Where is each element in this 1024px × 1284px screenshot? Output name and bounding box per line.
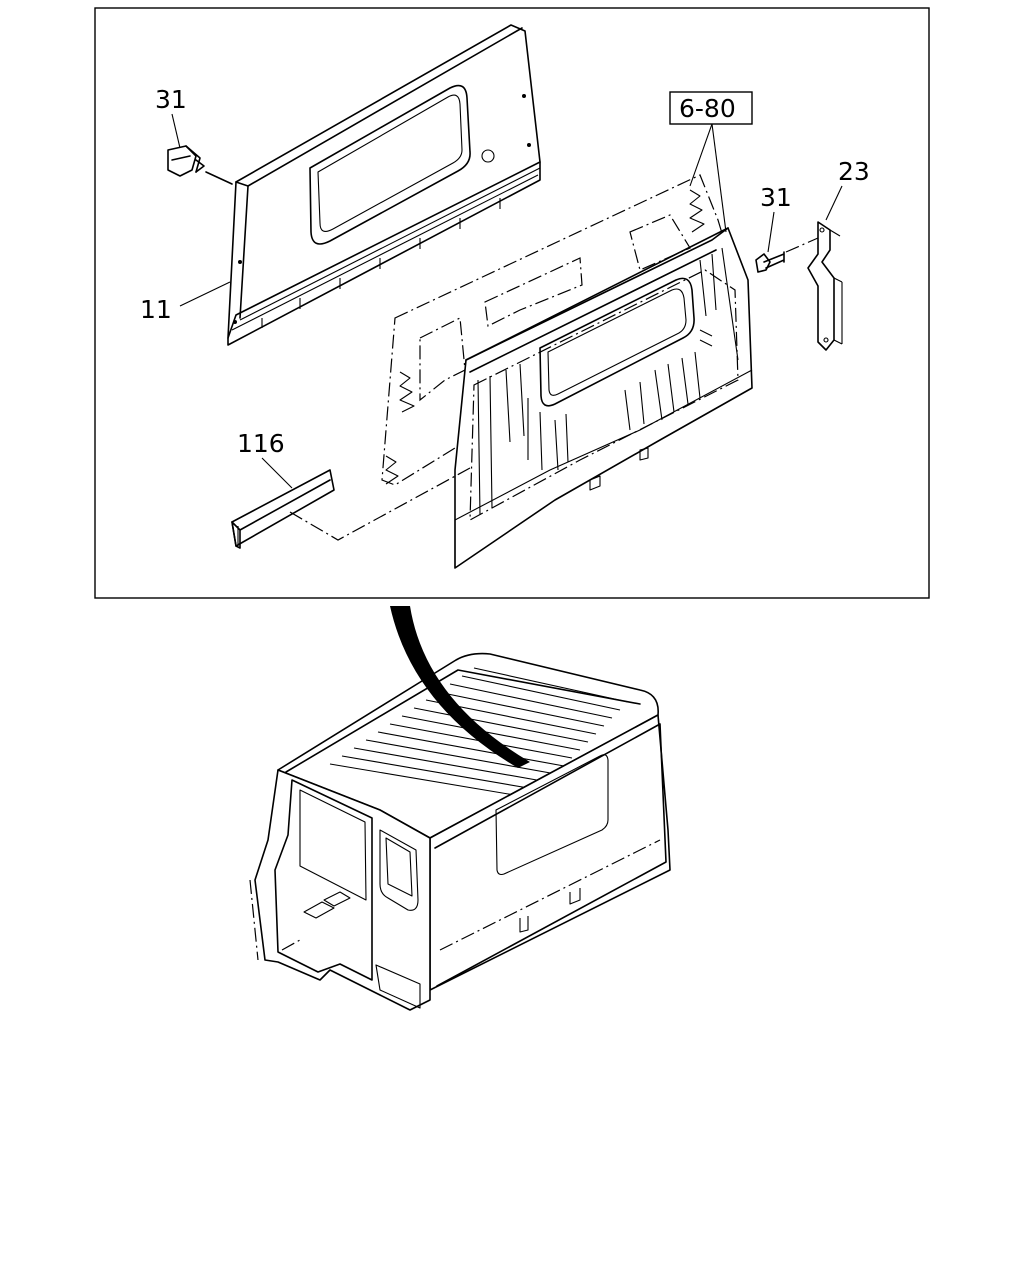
part-116-foam-strip[interactable] <box>231 469 335 549</box>
callout-6-80: 6-80 <box>679 94 736 123</box>
part-6-80-rear-panel[interactable] <box>381 174 753 569</box>
callout-31-left: 31 <box>155 85 187 114</box>
callout-23: 23 <box>838 157 870 186</box>
part-31-clip-left[interactable] <box>167 145 205 177</box>
van-body-overview[interactable] <box>249 652 671 1011</box>
detail-frame <box>94 7 930 599</box>
part-31-clip-right[interactable] <box>755 251 785 273</box>
callout-31-right: 31 <box>760 183 792 212</box>
callout-box-6-80 <box>669 91 753 125</box>
detail-pointer <box>390 606 530 768</box>
callout-11: 11 <box>140 295 172 324</box>
part-23-bracket[interactable] <box>807 221 843 351</box>
part-11-trim-panel[interactable] <box>227 24 541 346</box>
callout-116: 116 <box>237 429 285 458</box>
